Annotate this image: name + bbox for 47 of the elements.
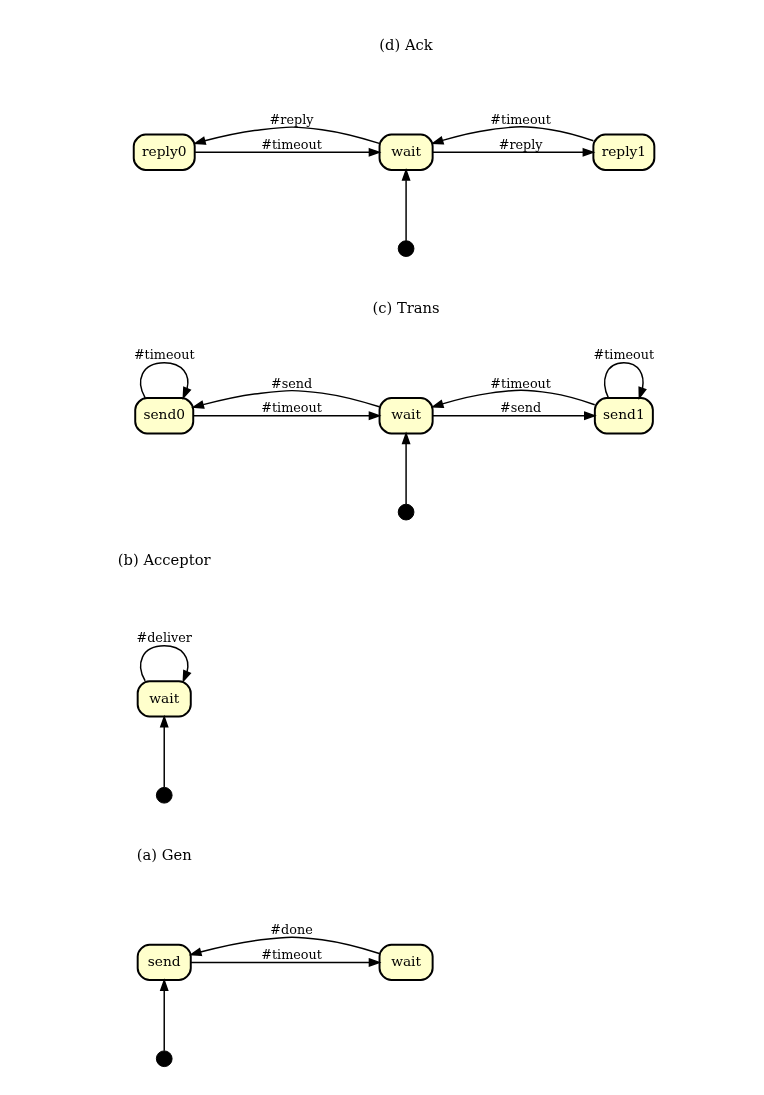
- edge-label: #timeout: [261, 946, 322, 962]
- arrow: [139, 645, 192, 683]
- node-box: send: [136, 943, 192, 982]
- arrow: [194, 147, 382, 157]
- edge-label: #timeout: [261, 400, 322, 416]
- edge-label: #deliver: [136, 630, 192, 646]
- node-box: send0: [134, 397, 195, 435]
- label: (c) Trans: [372, 299, 440, 317]
- node-circle: [155, 1050, 173, 1068]
- edge-label: #reply: [269, 112, 314, 128]
- arrow: [604, 361, 647, 400]
- edge-label: #timeout: [490, 375, 551, 391]
- arrow: [430, 389, 596, 408]
- node-box: wait: [378, 943, 434, 982]
- node-box: wait: [378, 133, 434, 171]
- edge-label: #send: [270, 375, 313, 391]
- edge-label: #reply: [498, 136, 543, 152]
- edge-label: #timeout: [593, 347, 655, 363]
- edge-label: #timeout: [133, 347, 195, 363]
- arrow: [190, 957, 382, 967]
- arrow: [192, 126, 380, 145]
- edge-label: #timeout: [490, 112, 551, 128]
- arrow: [431, 411, 597, 421]
- edge-label: #timeout: [261, 136, 322, 152]
- arrow: [401, 168, 411, 242]
- arrow: [188, 936, 380, 957]
- node-box: send1: [593, 397, 654, 435]
- node-circle: [397, 240, 415, 257]
- node-circle: [155, 786, 173, 804]
- node-box: reply1: [592, 133, 656, 171]
- arrow: [191, 389, 380, 409]
- label: (b) Acceptor: [117, 550, 211, 568]
- arrow: [192, 411, 382, 421]
- arrow: [159, 714, 169, 789]
- arrow: [431, 147, 596, 157]
- label: (d) Ack: [379, 35, 433, 53]
- label: (a) Gen: [136, 845, 192, 863]
- node-circle: [397, 503, 415, 521]
- edge-label: #send: [500, 400, 542, 416]
- node-box: wait: [378, 397, 434, 435]
- arrow: [401, 431, 411, 505]
- arrow: [159, 978, 169, 1052]
- node-box: wait: [136, 680, 192, 718]
- edge-label: #done: [270, 922, 313, 938]
- arrow: [139, 361, 192, 400]
- arrow: [430, 126, 595, 145]
- node-box: reply0: [132, 133, 196, 171]
